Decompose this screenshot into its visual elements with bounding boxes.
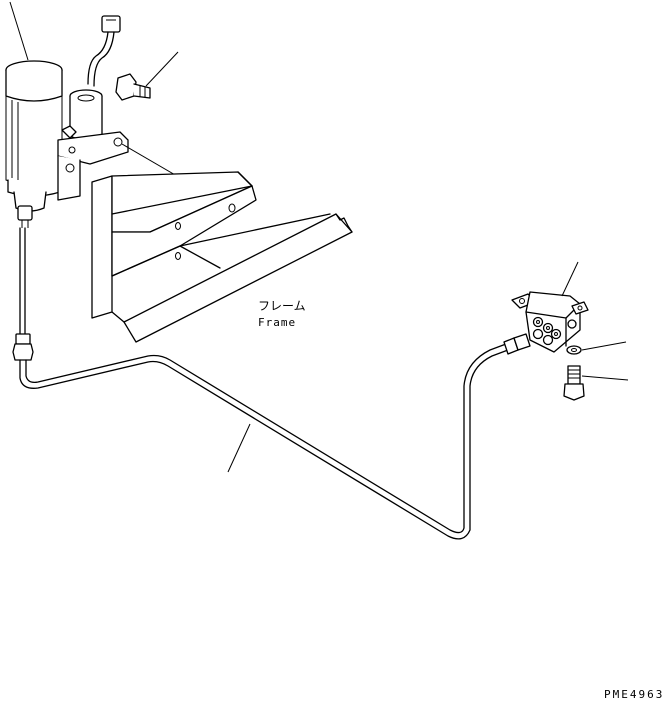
filter-canister (5, 60, 63, 228)
mounting-bracket (57, 125, 129, 201)
leader-bolt (145, 51, 179, 87)
leader-valve (561, 261, 579, 297)
leader-tube (227, 423, 251, 473)
frame-label-jp: フレーム (258, 299, 306, 313)
fixing-bolt (563, 365, 585, 401)
leader-bolt-right (581, 375, 629, 381)
distributor-valve (511, 291, 589, 353)
electrical-connector (87, 15, 121, 87)
tube-line (12, 227, 531, 540)
bolt-top (115, 73, 151, 101)
drawing-code: PME4963 (604, 688, 664, 701)
leader-washer (581, 341, 627, 351)
frame (91, 171, 353, 343)
frame-label-en: Frame (258, 316, 296, 329)
leader-canister (9, 1, 29, 61)
washer (566, 345, 582, 355)
